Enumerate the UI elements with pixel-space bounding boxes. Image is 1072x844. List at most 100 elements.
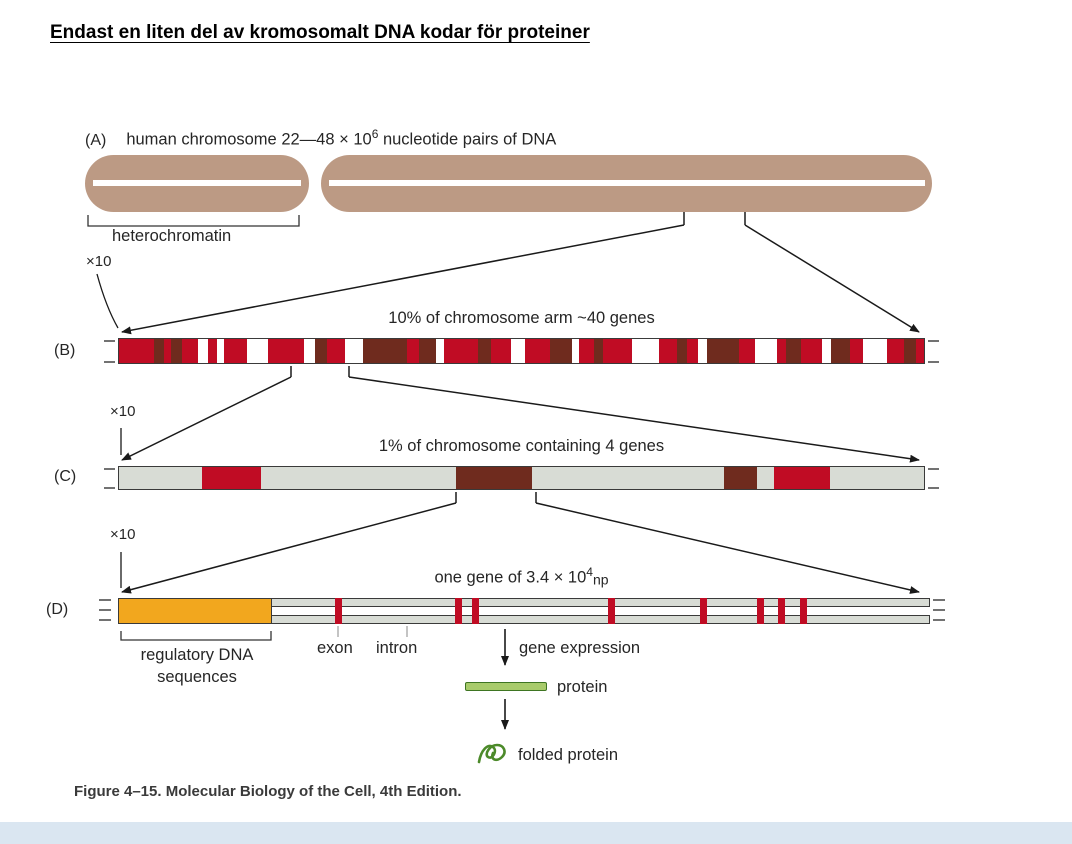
bar-segment-dark xyxy=(677,339,687,363)
bar-segment-white xyxy=(863,339,888,363)
bar-segment-red xyxy=(579,339,595,363)
chromosome-right-arm xyxy=(321,155,932,212)
bar-segment-white xyxy=(436,339,445,363)
exon-mark xyxy=(472,598,480,624)
bar-segment-dark xyxy=(477,339,492,363)
exon-label: exon xyxy=(317,639,353,657)
exon-mark xyxy=(454,598,462,624)
bar-segment-white xyxy=(304,339,315,363)
exon-mark xyxy=(607,598,615,624)
chromosome-arm-bar xyxy=(118,338,925,364)
page-title: Endast en liten del av kromosomalt DNA k… xyxy=(50,22,590,43)
bar-segment-red xyxy=(774,467,830,489)
panel-a-heading: (A)human chromosome 22—48 × 106 nucleoti… xyxy=(85,127,556,150)
bar-segment-red xyxy=(326,339,345,363)
bar-segment-white xyxy=(755,339,778,363)
zoom-label-tail xyxy=(96,273,119,329)
bar-segment-graybar xyxy=(531,467,724,489)
bar-segment-white xyxy=(698,339,707,363)
bar-segment-dark xyxy=(419,339,437,363)
exon-mark xyxy=(800,598,808,624)
bar-segment-red xyxy=(224,339,247,363)
exon-marks-layer xyxy=(118,598,930,624)
gene-bar xyxy=(118,598,930,624)
bar-segment-red xyxy=(686,339,698,363)
bar-segment-red xyxy=(444,339,478,363)
bar-segment-white xyxy=(246,339,268,363)
bar-segment-white xyxy=(631,339,659,363)
bar-segment-dark xyxy=(706,339,739,363)
bar-segment-red xyxy=(524,339,551,363)
chromosome-illustration xyxy=(85,155,932,212)
bar-segment-graybar xyxy=(261,467,457,489)
panel-b-heading: 10% of chromosome arm ~40 genes xyxy=(388,309,655,327)
exon-mark xyxy=(700,598,708,624)
panel-a-heading-exponent: 6 xyxy=(371,127,379,141)
bar-segment-dark xyxy=(154,339,164,363)
panel-b-label: (B) xyxy=(54,342,76,359)
bar-segment-white xyxy=(198,339,208,363)
bar-segment-red xyxy=(163,339,171,363)
zoom-x10-label-c: ×10 xyxy=(110,526,136,543)
panel-d-label: (D) xyxy=(46,601,69,618)
bar-segment-red xyxy=(407,339,420,363)
bar-segment-red xyxy=(849,339,864,363)
bar-segment-graybar xyxy=(757,467,775,489)
bar-segment-dark xyxy=(550,339,572,363)
regulatory-dna-region xyxy=(118,598,273,624)
gene-expression-label: gene expression xyxy=(519,639,641,657)
bar-segment-dark xyxy=(594,339,603,363)
bar-segment-graybar xyxy=(829,467,924,489)
bar-segment-red xyxy=(182,339,199,363)
bar-segment-dark xyxy=(456,467,532,489)
chromosome-region-bar xyxy=(118,466,925,490)
regulatory-label-line2: sequences xyxy=(157,668,237,686)
bar-segment-red xyxy=(602,339,632,363)
panel-a-heading-tail: nucleotide pairs of DNA xyxy=(378,130,557,149)
intron-label: intron xyxy=(376,639,418,657)
chromatid-gap-right xyxy=(329,180,925,186)
bar-segment-red xyxy=(267,339,305,363)
panel-d-heading: one gene of 3.4 × 104np xyxy=(118,565,925,588)
exon-mark xyxy=(778,598,786,624)
slide-footer-strip xyxy=(0,822,1072,844)
bar-segment-red xyxy=(777,339,786,363)
panel-c-label: (C) xyxy=(54,468,77,485)
bar-segment-red xyxy=(119,339,155,363)
regulatory-bracket xyxy=(120,631,272,641)
folded-protein-icon xyxy=(477,743,506,764)
folded-protein-label: folded protein xyxy=(518,746,618,764)
panel-c-heading: 1% of chromosome containing 4 genes xyxy=(378,437,665,455)
bar-segment-red xyxy=(491,339,512,363)
bar-segment-white xyxy=(345,339,363,363)
bar-segment-white xyxy=(821,339,832,363)
bar-segment-red xyxy=(201,467,262,489)
heterochromatin-label: heterochromatin xyxy=(112,227,232,245)
bar-segment-graybar xyxy=(119,467,202,489)
bar-segment-white xyxy=(511,339,525,363)
bar-segment-dark xyxy=(362,339,408,363)
bar-segment-dark xyxy=(785,339,801,363)
exon-mark xyxy=(334,598,342,624)
bar-segment-dark xyxy=(831,339,850,363)
protein-label: protein xyxy=(557,678,608,696)
figure-caption: Figure 4–15. Molecular Biology of the Ce… xyxy=(74,783,462,800)
panel-d-heading-exponent: 4 xyxy=(586,565,593,579)
bar-segment-red xyxy=(801,339,822,363)
bar-segment-red xyxy=(738,339,756,363)
protein-bar xyxy=(465,682,547,691)
chromatid-gap-left xyxy=(93,180,301,186)
exon-mark xyxy=(757,598,765,624)
heterochromatin-bracket xyxy=(87,215,300,227)
bar-segment-red xyxy=(207,339,218,363)
exon-intron-pointers xyxy=(337,626,408,637)
bar-segment-dark xyxy=(723,467,758,489)
panel-d-heading-text: one gene of 3.4 × 10 xyxy=(434,568,587,587)
bar-segment-dark xyxy=(904,339,916,363)
panel-a-heading-text: human chromosome 22—48 × 10 xyxy=(126,130,372,149)
zoom-x10-label-b: ×10 xyxy=(110,403,136,420)
bar-segment-white xyxy=(571,339,579,363)
chromosome-left-arm xyxy=(85,155,309,212)
bar-segment-red xyxy=(887,339,905,363)
panel-d-heading-unit: np xyxy=(592,571,609,588)
